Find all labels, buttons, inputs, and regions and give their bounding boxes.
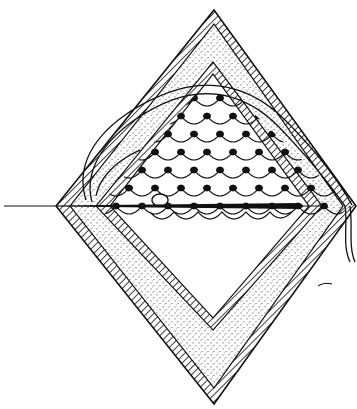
- mesh-knot: [125, 185, 133, 192]
- mesh-knot: [307, 185, 315, 192]
- mesh-knot: [151, 185, 159, 192]
- mesh-knot: [320, 95, 328, 102]
- mesh-knot: [203, 113, 211, 120]
- mesh-knot: [177, 185, 185, 192]
- mesh-knot: [255, 185, 263, 192]
- mesh-knot: [190, 167, 198, 174]
- mesh-knot: [216, 131, 224, 138]
- mesh-knot: [203, 149, 211, 156]
- mesh-knot: [268, 167, 276, 174]
- mesh-knot: [281, 149, 289, 156]
- mesh-knot: [164, 167, 172, 174]
- mesh-knot: [203, 185, 211, 192]
- mesh-knot: [320, 131, 328, 138]
- mesh-knot: [216, 167, 224, 174]
- mesh-knot: [242, 131, 250, 138]
- mesh-knot: [151, 149, 159, 156]
- mesh-knot: [229, 149, 237, 156]
- mesh-knot: [294, 95, 302, 102]
- mesh-knot: [86, 131, 94, 138]
- mesh-knot: [112, 95, 120, 102]
- mesh-knot: [229, 113, 237, 120]
- mesh-knot: [99, 113, 107, 120]
- mesh-knot: [242, 167, 250, 174]
- mesh-knot: [86, 95, 94, 102]
- mesh-knot: [307, 113, 315, 120]
- mesh-knot: [281, 185, 289, 192]
- mesh-knot: [320, 203, 328, 210]
- mesh-knot: [138, 167, 146, 174]
- mesh-knot: [255, 149, 263, 156]
- mesh-knot: [229, 185, 237, 192]
- thread-end-mark: [318, 283, 332, 286]
- mesh-knot: [190, 131, 198, 138]
- mesh-knot: [294, 167, 302, 174]
- mesh-knot: [177, 149, 185, 156]
- mesh-knot: [164, 131, 172, 138]
